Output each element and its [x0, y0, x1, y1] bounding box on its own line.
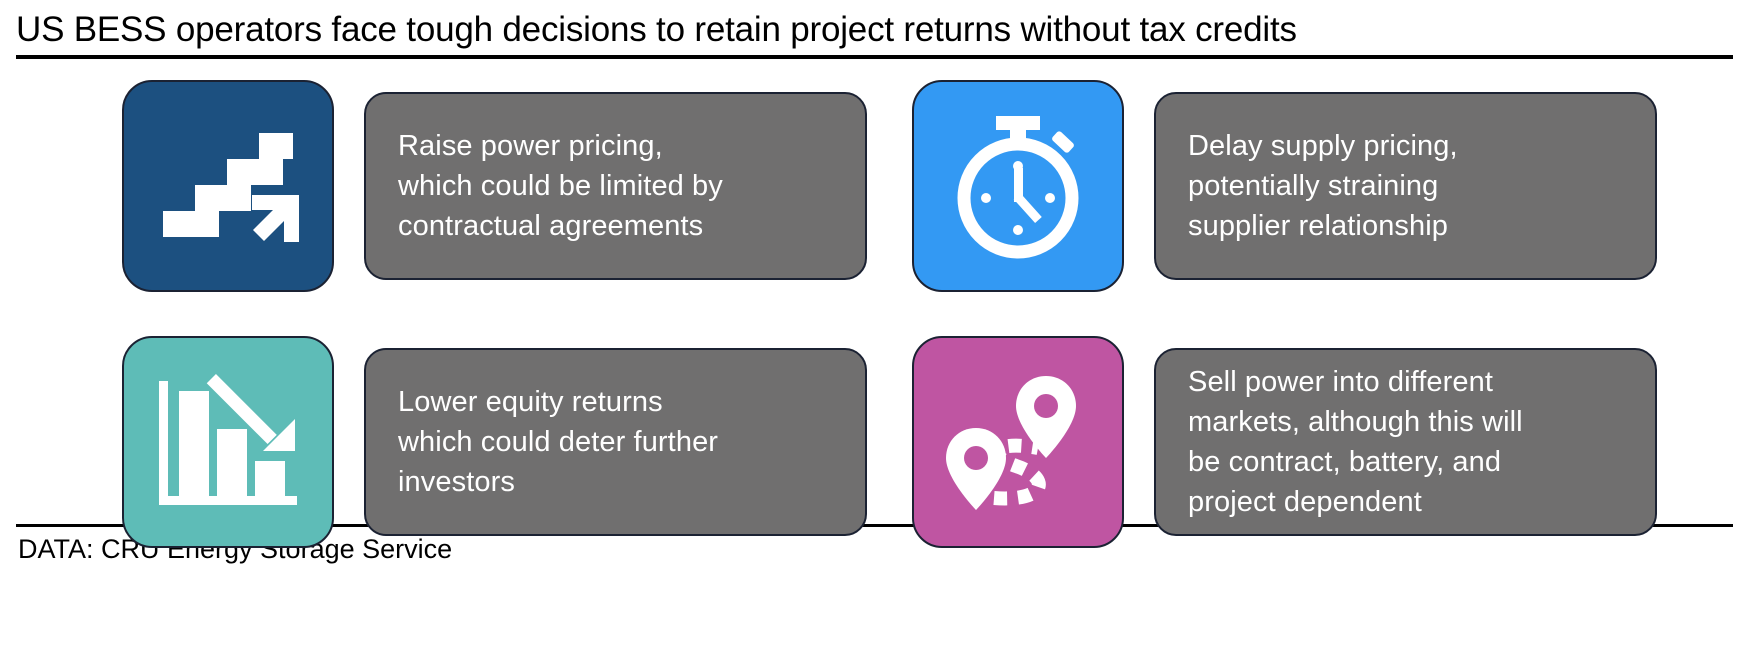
- card-lower-equity-returns[interactable]: Lower equity returns which could deter f…: [122, 336, 867, 548]
- page-title: US BESS operators face tough decisions t…: [16, 10, 1297, 49]
- card-icon-tile: [122, 336, 334, 548]
- card-text: Lower equity returns which could deter f…: [398, 386, 719, 498]
- map-route-pins-icon: [946, 376, 1076, 510]
- card-text: Sell power into different markets, altho…: [1188, 366, 1523, 518]
- card-text-panel: Lower equity returns which could deter f…: [364, 348, 867, 536]
- card-text: Delay supply pricing, potentially strain…: [1188, 130, 1458, 242]
- card-text-panel: Delay supply pricing, potentially strain…: [1154, 92, 1657, 280]
- footer-divider: [16, 524, 1733, 527]
- card-grid: Raise power pricing, which could be limi…: [0, 74, 1749, 548]
- stairs-up-arrow-icon: [163, 133, 299, 242]
- card-text: Raise power pricing, which could be limi…: [398, 130, 723, 242]
- title-block: US BESS operators face tough decisions t…: [16, 8, 1733, 59]
- card-text-panel: Raise power pricing, which could be limi…: [364, 92, 867, 280]
- card-raise-power-pricing[interactable]: Raise power pricing, which could be limi…: [122, 80, 867, 292]
- declining-bar-chart-icon: [159, 374, 297, 505]
- card-icon-tile: [912, 336, 1124, 548]
- stopwatch-icon: [957, 116, 1079, 259]
- card-text-panel: Sell power into different markets, altho…: [1154, 348, 1657, 536]
- card-icon-tile: [122, 80, 334, 292]
- card-sell-power-markets[interactable]: Sell power into different markets, altho…: [912, 336, 1657, 548]
- title-divider: [16, 55, 1733, 59]
- card-delay-supply-pricing[interactable]: Delay supply pricing, potentially strain…: [912, 80, 1657, 292]
- card-icon-tile: [912, 80, 1124, 292]
